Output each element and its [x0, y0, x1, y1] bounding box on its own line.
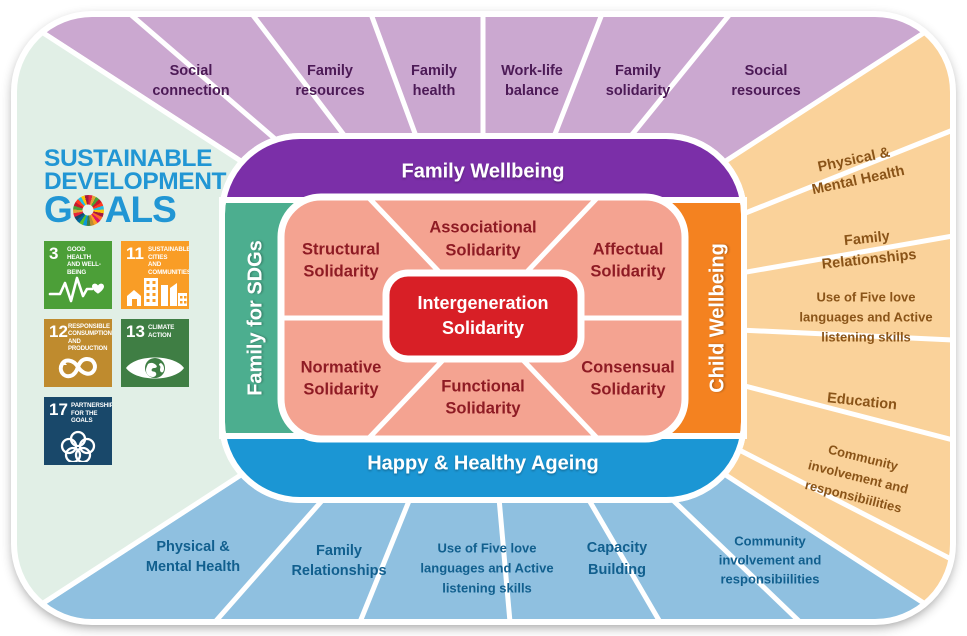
core-normative-line1: Solidarity — [303, 380, 379, 398]
sdg-wordmark-line2: DEVELOPMENT — [44, 167, 227, 195]
sdg-goal-13[interactable]: 13 CLIMATE ACTION — [121, 319, 189, 388]
outer-top-5-line0: Social — [745, 63, 788, 79]
outer-bottom-4-line0: Community — [734, 533, 806, 548]
sdg-goal-17[interactable]: 17 PARTNERSHIPS FOR THE GOALS — [44, 397, 112, 466]
outer-top-0-line0: Social — [170, 63, 213, 79]
core-affectual-line1: Solidarity — [590, 262, 666, 280]
outer-bottom-4-line2: responsibiilities — [721, 571, 820, 586]
infinity-icon — [58, 357, 97, 379]
sdg-goal-11[interactable]: 11 SUSTAINABLE CITIES AND COMMUNITIES — [121, 241, 189, 310]
outer-bottom-2-line0: Use of Five love — [438, 540, 537, 555]
sdg-goal-12-number: 12 — [49, 322, 68, 342]
outer-bottom-2-line1: languages and Active — [420, 560, 553, 575]
outer-top-2-line0: Family — [411, 63, 457, 79]
core-associational-line0: Associational — [429, 218, 536, 236]
outer-bottom-labels: Physical & Mental Health Family Relation… — [146, 533, 821, 595]
sdg-goal-3[interactable]: 3 GOOD HEALTH AND WELL-BEING — [44, 241, 112, 310]
core-consensual-line0: Consensual — [581, 358, 675, 376]
band-bottom-label: Happy & Healthy Ageing — [367, 452, 599, 474]
outer-top-4-line0: Family — [615, 63, 661, 79]
sdg-goal-12[interactable]: 12 RESPONSIBLE CONSUMPTION AND PRODUCTIO… — [44, 319, 112, 388]
frame-outline — [11, 11, 956, 625]
center-pill — [382, 269, 585, 363]
sdg-wordmark: SUSTAINABLE DEVELOPMENT G ALS — [44, 145, 227, 231]
outer-right-3-line0: Education — [826, 390, 897, 413]
eye-earth-icon — [126, 357, 184, 379]
core-functional-line0: Functional — [441, 377, 524, 395]
core-affectual-line0: Affectual — [593, 240, 664, 258]
band-top-label: Family Wellbeing — [402, 160, 565, 182]
sdg-goal-grid: 3 GOOD HEALTH AND WELL-BEING 11 SUSTAINA… — [44, 241, 219, 466]
sdg-wordmark-g: G — [44, 189, 73, 231]
core-functional-line1: Solidarity — [445, 399, 521, 417]
outer-right-1-line0: Family — [843, 229, 890, 250]
outer-right-2-line2: listening skills — [821, 329, 911, 344]
outer-top-1-line1: resources — [295, 83, 364, 99]
outer-bottom-4-line1: involvement and — [719, 552, 822, 567]
outer-bottom-3-line0: Capacity — [587, 540, 647, 556]
city-icon — [127, 278, 187, 307]
outer-top-2-line1: health — [413, 83, 456, 99]
sdg-goal-13-title: CLIMATE ACTION — [148, 324, 175, 339]
sdg-goal-17-number: 17 — [49, 400, 68, 420]
outer-top-labels: Social connection Family resources Famil… — [152, 63, 800, 99]
outer-right-2-line0: Use of Five love — [817, 289, 916, 304]
sdg-goal-12-title: RESPONSIBLE CONSUMPTION AND PRODUCTION — [68, 324, 112, 353]
outer-bottom-0-line1: Mental Health — [146, 559, 240, 575]
outer-bottom-3-line1: Building — [588, 562, 646, 578]
sdg-goal-11-title: SUSTAINABLE CITIES AND COMMUNITIES — [148, 246, 189, 276]
core-normative-line0: Normative — [301, 358, 382, 376]
sdg-panel: SUSTAINABLE DEVELOPMENT G ALS 3 GOOD HEA… — [44, 145, 227, 466]
outer-right-2-line1: languages and Active — [799, 309, 932, 324]
core-associational-line1: Solidarity — [445, 241, 521, 259]
band-left-label: Family for SDGs — [244, 240, 266, 396]
sdg-wordmark-als: ALS — [104, 189, 177, 231]
outer-top-1-line0: Family — [307, 63, 353, 79]
sdg-goal-11-number: 11 — [126, 244, 144, 264]
outer-bottom-1-line0: Family — [316, 543, 362, 559]
sdg-goal-3-title: GOOD HEALTH AND WELL-BEING — [67, 246, 101, 276]
sdg-wordmark-line1: SUSTAINABLE — [44, 145, 213, 172]
sdg-color-wheel-icon — [72, 194, 104, 226]
outer-top-0-line1: connection — [152, 83, 229, 99]
outer-bottom-1-line1: Relationships — [291, 563, 386, 579]
core-structural-line1: Solidarity — [303, 262, 379, 280]
outer-top-4-line1: solidarity — [606, 83, 670, 99]
outer-bottom-2-line2: listening skills — [442, 580, 532, 595]
heartbeat-icon — [48, 276, 104, 303]
outer-top-5-line1: resources — [731, 83, 800, 99]
center-label-line1: Solidarity — [442, 318, 524, 338]
core-consensual-line1: Solidarity — [590, 380, 666, 398]
circles-icon — [60, 430, 96, 463]
outer-bottom-0-line0: Physical & — [156, 539, 230, 555]
sdg-goal-3-number: 3 — [49, 244, 59, 264]
band-right-label: Child Wellbeing — [706, 243, 728, 393]
outer-top-3-line1: balance — [505, 83, 559, 99]
core-outline — [277, 193, 689, 443]
sdg-goal-17-title: PARTNERSHIPS FOR THE GOALS — [71, 402, 112, 425]
outer-top-3-line0: Work-life — [501, 63, 563, 79]
center-label-line0: Intergeneration — [417, 293, 548, 313]
core-structural-line0: Structural — [302, 240, 380, 258]
sdg-goal-13-number: 13 — [126, 322, 145, 342]
sdg-wordmark-line3: G ALS — [44, 189, 219, 231]
